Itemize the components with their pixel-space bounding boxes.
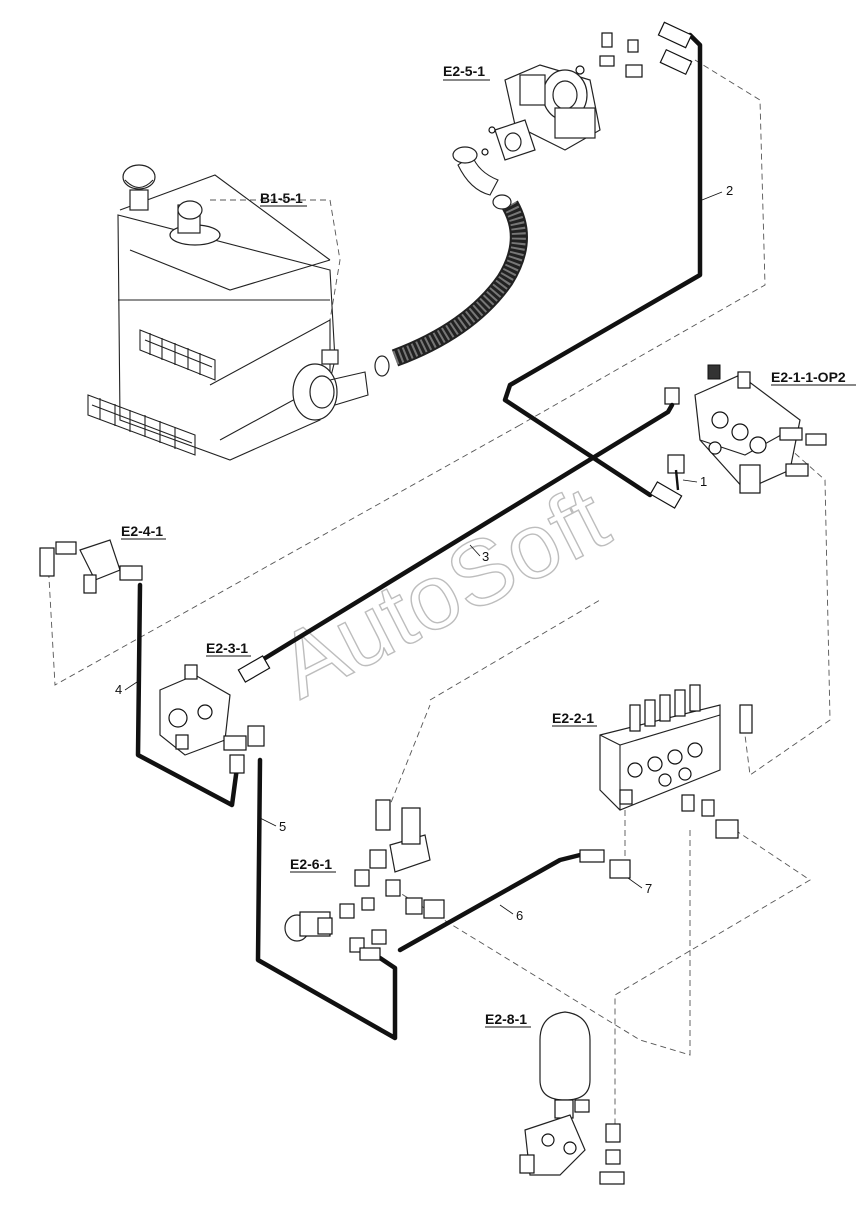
component-labels: E2-5-1 B1-5-1 E2-1-1-OP2 E2-4-1 E2-3-1 E… [121,63,856,1028]
callout-3: 3 [482,549,489,564]
pump [481,32,643,161]
label-e2-1-1-op2: E2-1-1-OP2 [771,369,846,385]
control-valve-e2-1-1 [664,364,827,494]
step-lower [87,394,196,456]
hose-2 [502,21,703,509]
dashed-leaders [47,59,831,1130]
callout-numbers: 1 2 3 4 5 6 7 [115,183,733,923]
accumulator-e2-8-1 [519,1011,625,1185]
hose-6 [397,849,631,953]
label-e2-4-1: E2-4-1 [121,523,163,539]
hydraulic-tank [87,164,369,461]
hose-3 [237,402,675,683]
label-e2-2-1: E2-2-1 [552,710,594,726]
callout-1: 1 [700,474,707,489]
hose-4 [135,582,241,808]
check-valve-e2-4-1 [39,539,143,594]
callout-5: 5 [279,819,286,834]
step-upper [139,329,216,381]
label-e2-8-1: E2-8-1 [485,1011,527,1027]
hose-5 [255,757,398,1041]
callout-4: 4 [115,682,122,697]
label-b1-5-1: B1-5-1 [260,190,303,206]
label-e2-5-1: E2-5-1 [443,63,485,79]
main-valve-e2-2-1 [599,684,753,839]
label-e2-6-1: E2-6-1 [290,856,332,872]
valve-assembly-e2-6-1 [284,799,445,961]
spool-caps [629,684,701,732]
callout-7: 7 [645,881,652,896]
label-e2-3-1: E2-3-1 [206,640,248,656]
valve-block-e2-3-1 [159,664,265,774]
watermark: AutoSoft [263,467,624,718]
suction-hose [374,146,528,377]
hose-1 [674,469,680,491]
callout-6: 6 [516,908,523,923]
callout-2: 2 [726,183,733,198]
